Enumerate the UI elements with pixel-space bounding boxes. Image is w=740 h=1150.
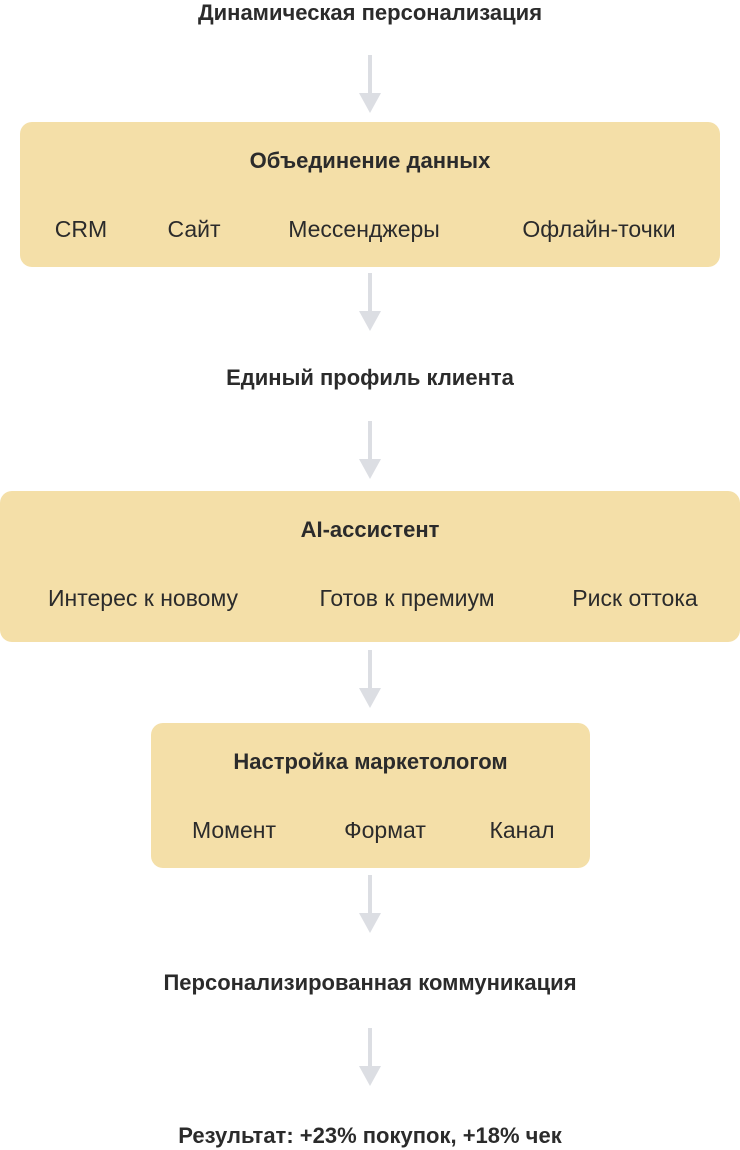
data-integration-box: Объединение данных CRM Сайт Мессенджеры … — [20, 122, 720, 267]
arrow-down-icon — [359, 650, 381, 710]
arrow-down-icon — [359, 55, 381, 115]
source-item-offline: Офлайн-точки — [522, 216, 676, 242]
setting-item-moment: Момент — [191, 817, 277, 843]
top-label: Динамическая персонализация — [197, 0, 543, 25]
arrow-down-icon — [359, 1028, 381, 1088]
data-integration-title: Объединение данных — [249, 148, 491, 173]
result-label: Результат: +23% покупок, +18% чек — [178, 1123, 562, 1148]
marketer-settings-box: Настройка маркетологом Момент Формат Кан… — [151, 723, 590, 868]
ai-assistant-box: AI-ассистент Интерес к новому Готов к пр… — [0, 491, 740, 642]
arrow-down-icon — [359, 421, 381, 481]
arrow-down-icon — [359, 875, 381, 935]
ai-item-novelty: Интерес к новому — [47, 585, 239, 611]
marketer-settings-title: Настройка маркетологом — [233, 749, 508, 774]
arrow-down-icon — [359, 273, 381, 333]
ai-item-churn: Риск оттока — [572, 585, 698, 611]
source-item-site: Сайт — [167, 216, 221, 242]
profile-label: Единый профиль клиента — [226, 365, 514, 390]
source-item-crm: CRM — [54, 216, 108, 242]
setting-item-format: Формат — [344, 817, 426, 843]
setting-item-channel: Канал — [489, 817, 555, 843]
ai-assistant-title: AI-ассистент — [300, 517, 440, 542]
source-item-messengers: Мессенджеры — [288, 216, 440, 242]
communication-label: Персонализированная коммуникация — [163, 970, 577, 995]
ai-item-premium: Готов к премиум — [319, 585, 495, 611]
